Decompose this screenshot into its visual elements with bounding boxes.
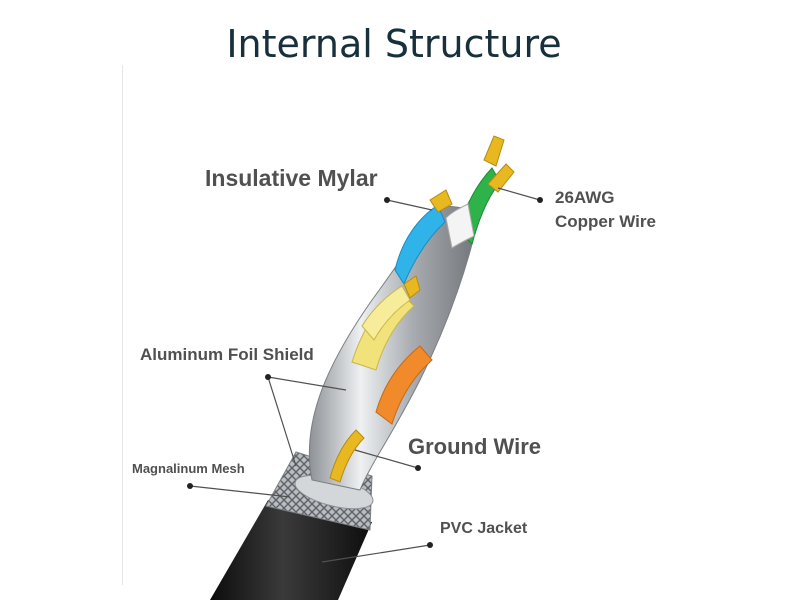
label-copper-wire-line1: 26AWG bbox=[555, 188, 615, 207]
label-ground-wire: Ground Wire bbox=[408, 434, 542, 459]
leader-copper bbox=[497, 187, 541, 201]
left-border-line bbox=[122, 65, 123, 585]
pvc-jacket-shape bbox=[210, 500, 372, 600]
leader-mesh bbox=[189, 485, 291, 498]
leader-dot-ground bbox=[415, 465, 421, 471]
leader-dot-mylar bbox=[384, 197, 390, 203]
label-insulative-mylar: Insulative Mylar bbox=[205, 165, 378, 191]
label-aluminum-foil-shield: Aluminum Foil Shield bbox=[140, 345, 314, 364]
leader-pvc bbox=[321, 544, 431, 563]
label-copper-wire: 26AWG Copper Wire bbox=[555, 186, 656, 234]
label-magnalinum-mesh: Magnalinum Mesh bbox=[132, 461, 245, 476]
leader-ground bbox=[354, 449, 419, 469]
copper-tip-shape-3 bbox=[487, 163, 515, 193]
yellow-pair-shape-2 bbox=[361, 285, 411, 341]
page-title: Internal Structure bbox=[226, 22, 562, 66]
copper-tip-shape bbox=[429, 189, 453, 213]
blue-pair-shape bbox=[394, 204, 446, 286]
leader-dot-copper bbox=[537, 197, 543, 203]
leader-foil bbox=[267, 376, 347, 467]
white-pair-shape bbox=[445, 203, 475, 249]
orange-pair-shape bbox=[375, 345, 433, 425]
label-pvc-jacket: PVC Jacket bbox=[440, 520, 528, 537]
ground-wire-shape bbox=[329, 429, 365, 483]
leader-dot-foil bbox=[265, 374, 271, 380]
label-copper-wire-line2: Copper Wire bbox=[555, 212, 656, 231]
copper-tip-shape-2 bbox=[483, 135, 505, 167]
leader-mylar bbox=[386, 199, 433, 211]
leader-dot-pvc bbox=[427, 542, 433, 548]
copper-tip-shape-4 bbox=[403, 275, 421, 299]
leader-dot-mesh bbox=[187, 483, 193, 489]
